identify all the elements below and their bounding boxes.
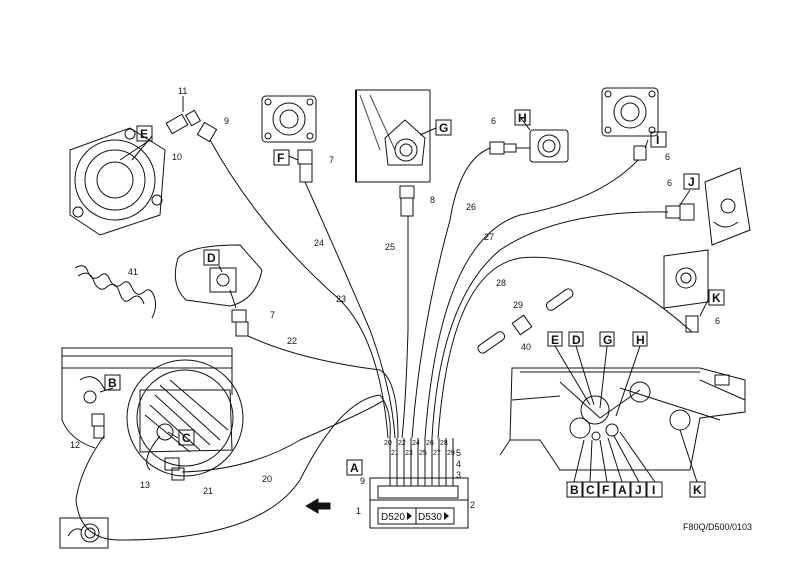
boxed-letters: E F G H I J K D B C A E D G H B C F A J …	[108, 111, 721, 497]
label-9: 9	[224, 116, 229, 126]
callout-c: C	[182, 431, 191, 445]
label-13: 13	[140, 480, 150, 490]
spring-41	[74, 265, 157, 319]
machine-letter-bottom: I	[652, 483, 655, 497]
assembly-b-c-fan	[61, 347, 244, 481]
label-40: 40	[521, 342, 531, 352]
callout-j: J	[688, 175, 695, 189]
label-6: 6	[715, 316, 720, 326]
tube-number: 23	[405, 450, 413, 457]
component-f-flange	[261, 95, 317, 183]
hose-lines	[75, 139, 693, 541]
label-7: 7	[329, 155, 334, 165]
label-7: 7	[270, 310, 275, 320]
label-21: 21	[203, 486, 213, 496]
machine-letter-top: D	[572, 333, 581, 347]
machine-letter-bottom: K	[693, 483, 702, 497]
tube-number: 29	[447, 450, 455, 457]
component-k-plate	[663, 249, 709, 333]
label-41: 41	[128, 267, 138, 277]
boxed-callouts	[104, 109, 725, 498]
label-4: 4	[456, 459, 461, 469]
machine-letter-bottom: C	[586, 483, 595, 497]
parts-40-couplings	[477, 288, 574, 354]
callout-k: K	[712, 291, 721, 305]
label-22: 22	[287, 336, 297, 346]
component-g-bracket	[355, 89, 431, 217]
callout-b: B	[108, 376, 117, 390]
label-11: 11	[178, 86, 187, 96]
callout-e: E	[140, 127, 148, 141]
drawing-reference: F80Q/D500/0103	[683, 522, 752, 532]
component-i-flange	[601, 87, 659, 161]
label-8: 8	[430, 195, 435, 205]
component-e-flange	[69, 127, 166, 236]
label-1: 1	[356, 506, 361, 516]
label-23: 23	[336, 294, 346, 304]
label-26: 26	[466, 202, 476, 212]
machine-letter-top: E	[551, 333, 559, 347]
component-j-plate	[665, 167, 751, 246]
callout-i: I	[656, 133, 659, 147]
label-2: 2	[470, 500, 475, 510]
tube-number: 24	[412, 440, 420, 447]
tube-number: 22	[398, 440, 406, 447]
model-d520: D520	[381, 512, 405, 523]
machine-letter-bottom: J	[635, 483, 642, 497]
label-6: 6	[665, 152, 670, 162]
label-6: 6	[667, 178, 672, 188]
tube-number: 21	[391, 450, 399, 457]
component-h-unit	[489, 129, 569, 163]
label-5: 5	[456, 448, 461, 458]
label-25: 25	[385, 242, 395, 252]
model-d530: D530	[418, 512, 442, 523]
callout-f: F	[277, 151, 284, 165]
machine-letter-bottom: F	[602, 483, 609, 497]
leader-lines	[99, 116, 709, 439]
label-3: 3	[456, 470, 461, 480]
callout-d: D	[207, 251, 216, 265]
tube-number: 26	[426, 440, 434, 447]
ring-detail	[59, 517, 109, 549]
combine-overview	[499, 345, 746, 483]
label-10: 10	[172, 152, 182, 162]
label-29: 29	[513, 300, 523, 310]
tube-number: 27	[433, 450, 441, 457]
tube-number: 20	[384, 440, 392, 447]
block-tubes	[389, 438, 454, 486]
machine-letter-bottom: A	[618, 483, 627, 497]
label-6: 6	[491, 116, 496, 126]
machine-letter-top: H	[636, 333, 645, 347]
callout-g: G	[439, 121, 448, 135]
tube-number: 25	[419, 450, 427, 457]
component-d-plate	[174, 244, 263, 337]
label-20: 20	[262, 474, 272, 484]
machine-letter-top: G	[603, 333, 612, 347]
tube-number: 28	[440, 440, 448, 447]
label-24: 24	[314, 238, 324, 248]
number-callouts: 11 9 10 7 8 6 6 6 6 7 41 24 23 25 26 27 …	[70, 86, 752, 532]
label-12: 12	[70, 440, 80, 450]
label-27: 27	[484, 232, 494, 242]
label-28: 28	[496, 278, 506, 288]
direction-arrow	[305, 498, 331, 514]
label-9: 9	[360, 476, 365, 486]
fitting-e	[165, 96, 218, 143]
callout-a: A	[350, 461, 359, 475]
machine-letter-bottom: B	[570, 483, 579, 497]
callout-h: H	[518, 111, 527, 125]
